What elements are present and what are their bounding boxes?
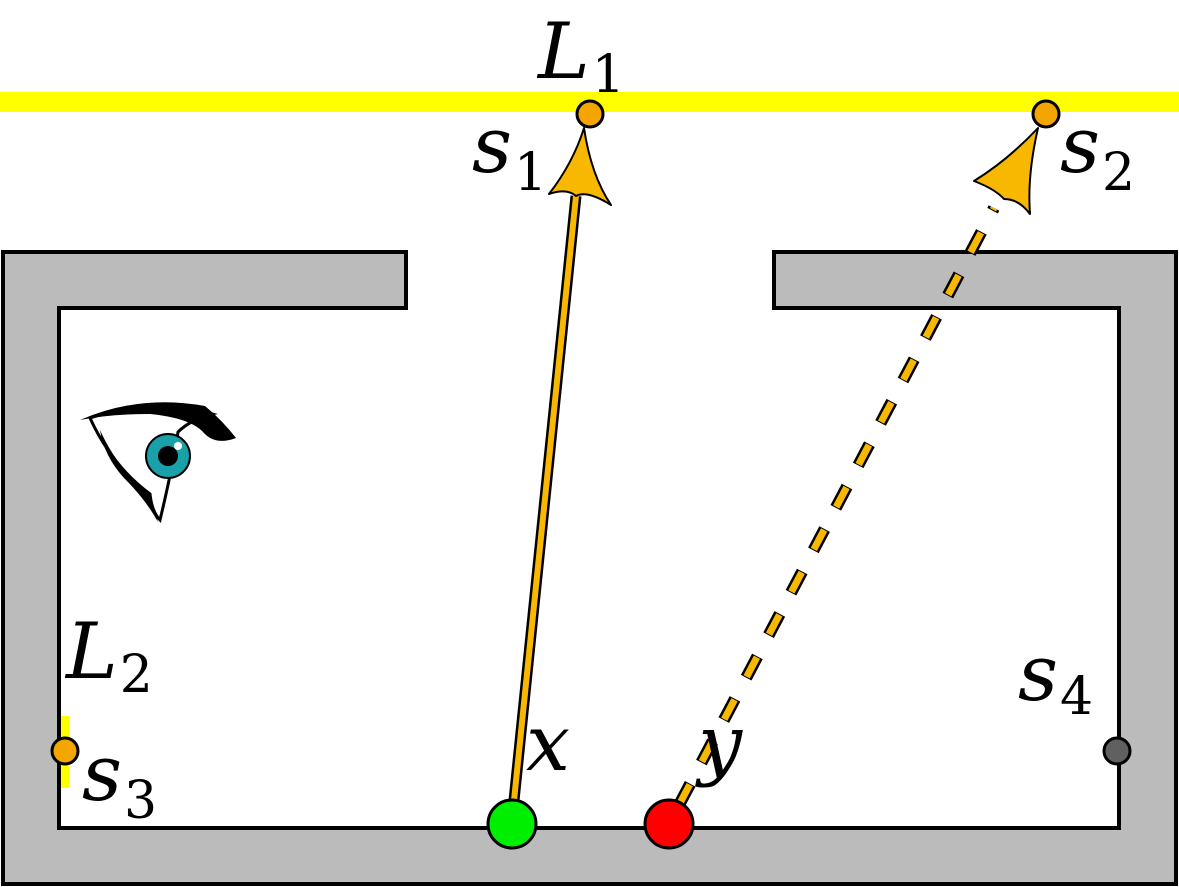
surface-point-x [486, 798, 538, 850]
sample-point-s4 [1102, 736, 1132, 766]
label-y: y [695, 699, 743, 789]
label-l1: L1 [536, 7, 625, 105]
sample-point-s3 [50, 736, 80, 766]
label-s4: s4 [1018, 629, 1093, 727]
label-l2: L2 [64, 607, 153, 705]
label-s1: s1 [472, 101, 547, 203]
room-wall [1, 250, 1178, 886]
eye-icon [80, 402, 236, 523]
label-s3: s3 [82, 729, 157, 831]
arrowhead-s1 [548, 127, 612, 206]
arrowhead-s2 [973, 127, 1039, 215]
label-x: x [526, 699, 570, 789]
surface-point-y [643, 798, 695, 850]
path-y-to-s2-fill [675, 206, 998, 807]
label-s2: s2 [1060, 101, 1135, 203]
sample-point-s1 [575, 99, 605, 129]
sample-point-s2 [1031, 99, 1061, 129]
path-x-to-s1-fill [509, 195, 579, 821]
